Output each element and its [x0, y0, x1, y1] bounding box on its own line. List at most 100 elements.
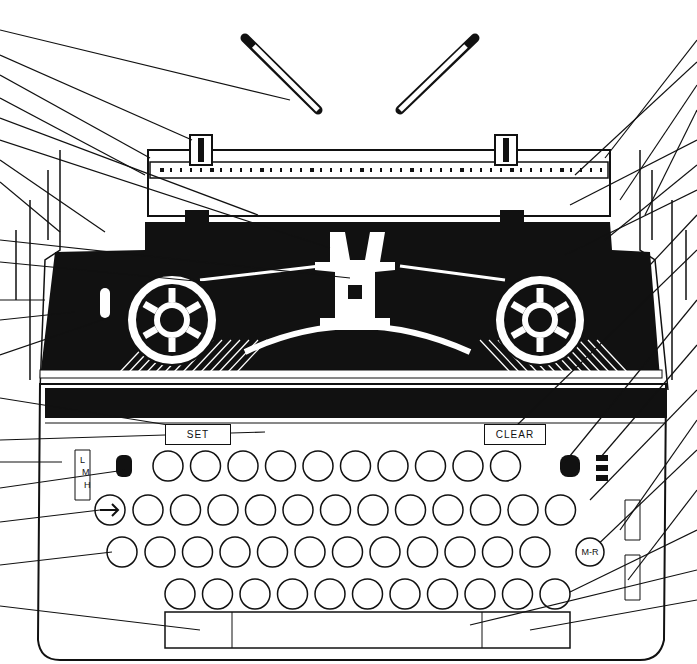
scale-tick [250, 168, 252, 172]
leader-line [0, 30, 290, 100]
leader-line [620, 420, 697, 530]
leader-line [565, 190, 697, 255]
key [416, 451, 446, 481]
leader-line [0, 240, 350, 278]
right-indicators [596, 455, 608, 481]
key [171, 495, 201, 525]
leader-line [0, 262, 205, 282]
scale-tick [220, 168, 222, 172]
ribbon-spool [495, 275, 585, 365]
key [220, 537, 250, 567]
scale-tick [320, 168, 322, 172]
leader-line [530, 600, 697, 630]
leader-line [0, 510, 100, 522]
key [370, 537, 400, 567]
key [390, 579, 420, 609]
key-row [133, 495, 576, 525]
key [278, 579, 308, 609]
key [378, 451, 408, 481]
scale-tick [540, 168, 542, 172]
scale-tick [290, 168, 292, 172]
key [341, 451, 371, 481]
hatch-line [210, 340, 240, 372]
lever-position-label: L [80, 456, 85, 465]
key-label: M-R [582, 547, 599, 557]
leader-line [0, 75, 150, 158]
bail-roller-core [198, 138, 204, 162]
scale-tick [350, 168, 352, 172]
leader-line [565, 300, 697, 462]
paper-bail [150, 162, 608, 178]
ribbon-lever [100, 288, 110, 318]
scale-tick [260, 168, 264, 172]
key [303, 451, 333, 481]
scale-tick [590, 168, 592, 172]
scale-tick [470, 168, 472, 172]
scale-tick [370, 168, 372, 172]
key [520, 537, 550, 567]
key-row [145, 537, 550, 567]
key [483, 537, 513, 567]
scale-tick [520, 168, 522, 172]
key [240, 579, 270, 609]
scale-tick [210, 168, 214, 172]
key [228, 451, 258, 481]
key [266, 451, 296, 481]
scale-tick [180, 168, 182, 172]
leader-line [0, 470, 125, 488]
scale-tick [400, 168, 402, 172]
bail-roller [495, 135, 517, 165]
scale-tick [330, 168, 332, 172]
scale-tick [160, 168, 164, 172]
scale-tick [310, 168, 314, 172]
key [353, 579, 383, 609]
space-bar [165, 612, 570, 648]
scale-tick [570, 168, 572, 172]
ribbon-deck [40, 222, 660, 378]
key [133, 495, 163, 525]
key [333, 537, 363, 567]
space-bar-split [232, 612, 482, 648]
hatch-line [597, 340, 627, 372]
key [546, 495, 576, 525]
leader-line [0, 299, 45, 300]
scale-tick [440, 168, 442, 172]
leader-line [512, 250, 697, 430]
key [246, 495, 276, 525]
key [165, 579, 195, 609]
scale-tick [490, 168, 492, 172]
scale-tick [430, 168, 432, 172]
scale-tick [200, 168, 202, 172]
scale-tick [280, 168, 282, 172]
keyboard-strip [45, 388, 667, 418]
scale-tick [390, 168, 392, 172]
scale-tick [480, 168, 482, 172]
key [433, 495, 463, 525]
leader-line [590, 390, 697, 500]
set-key: SET [165, 424, 231, 445]
key [295, 537, 325, 567]
scale-tick [410, 168, 414, 172]
keyboard-body [38, 384, 666, 660]
leader-lines [0, 30, 697, 630]
key [208, 495, 238, 525]
clear-key: CLEAR [484, 424, 546, 445]
leader-line [0, 160, 105, 232]
scale-tick [550, 168, 552, 172]
paper-support-face [254, 46, 318, 110]
key [428, 579, 458, 609]
key [315, 579, 345, 609]
hatch-line [579, 340, 609, 372]
leader-line [0, 182, 60, 232]
leader-line [0, 606, 200, 630]
key [408, 537, 438, 567]
key [258, 537, 288, 567]
right-panel [75, 450, 640, 600]
key-row [165, 579, 570, 609]
scale-tick [560, 168, 564, 172]
segment-arc [245, 326, 470, 352]
key [453, 451, 483, 481]
key-circle [576, 538, 604, 566]
key [321, 495, 351, 525]
margin-release-key: M-R [575, 537, 605, 567]
